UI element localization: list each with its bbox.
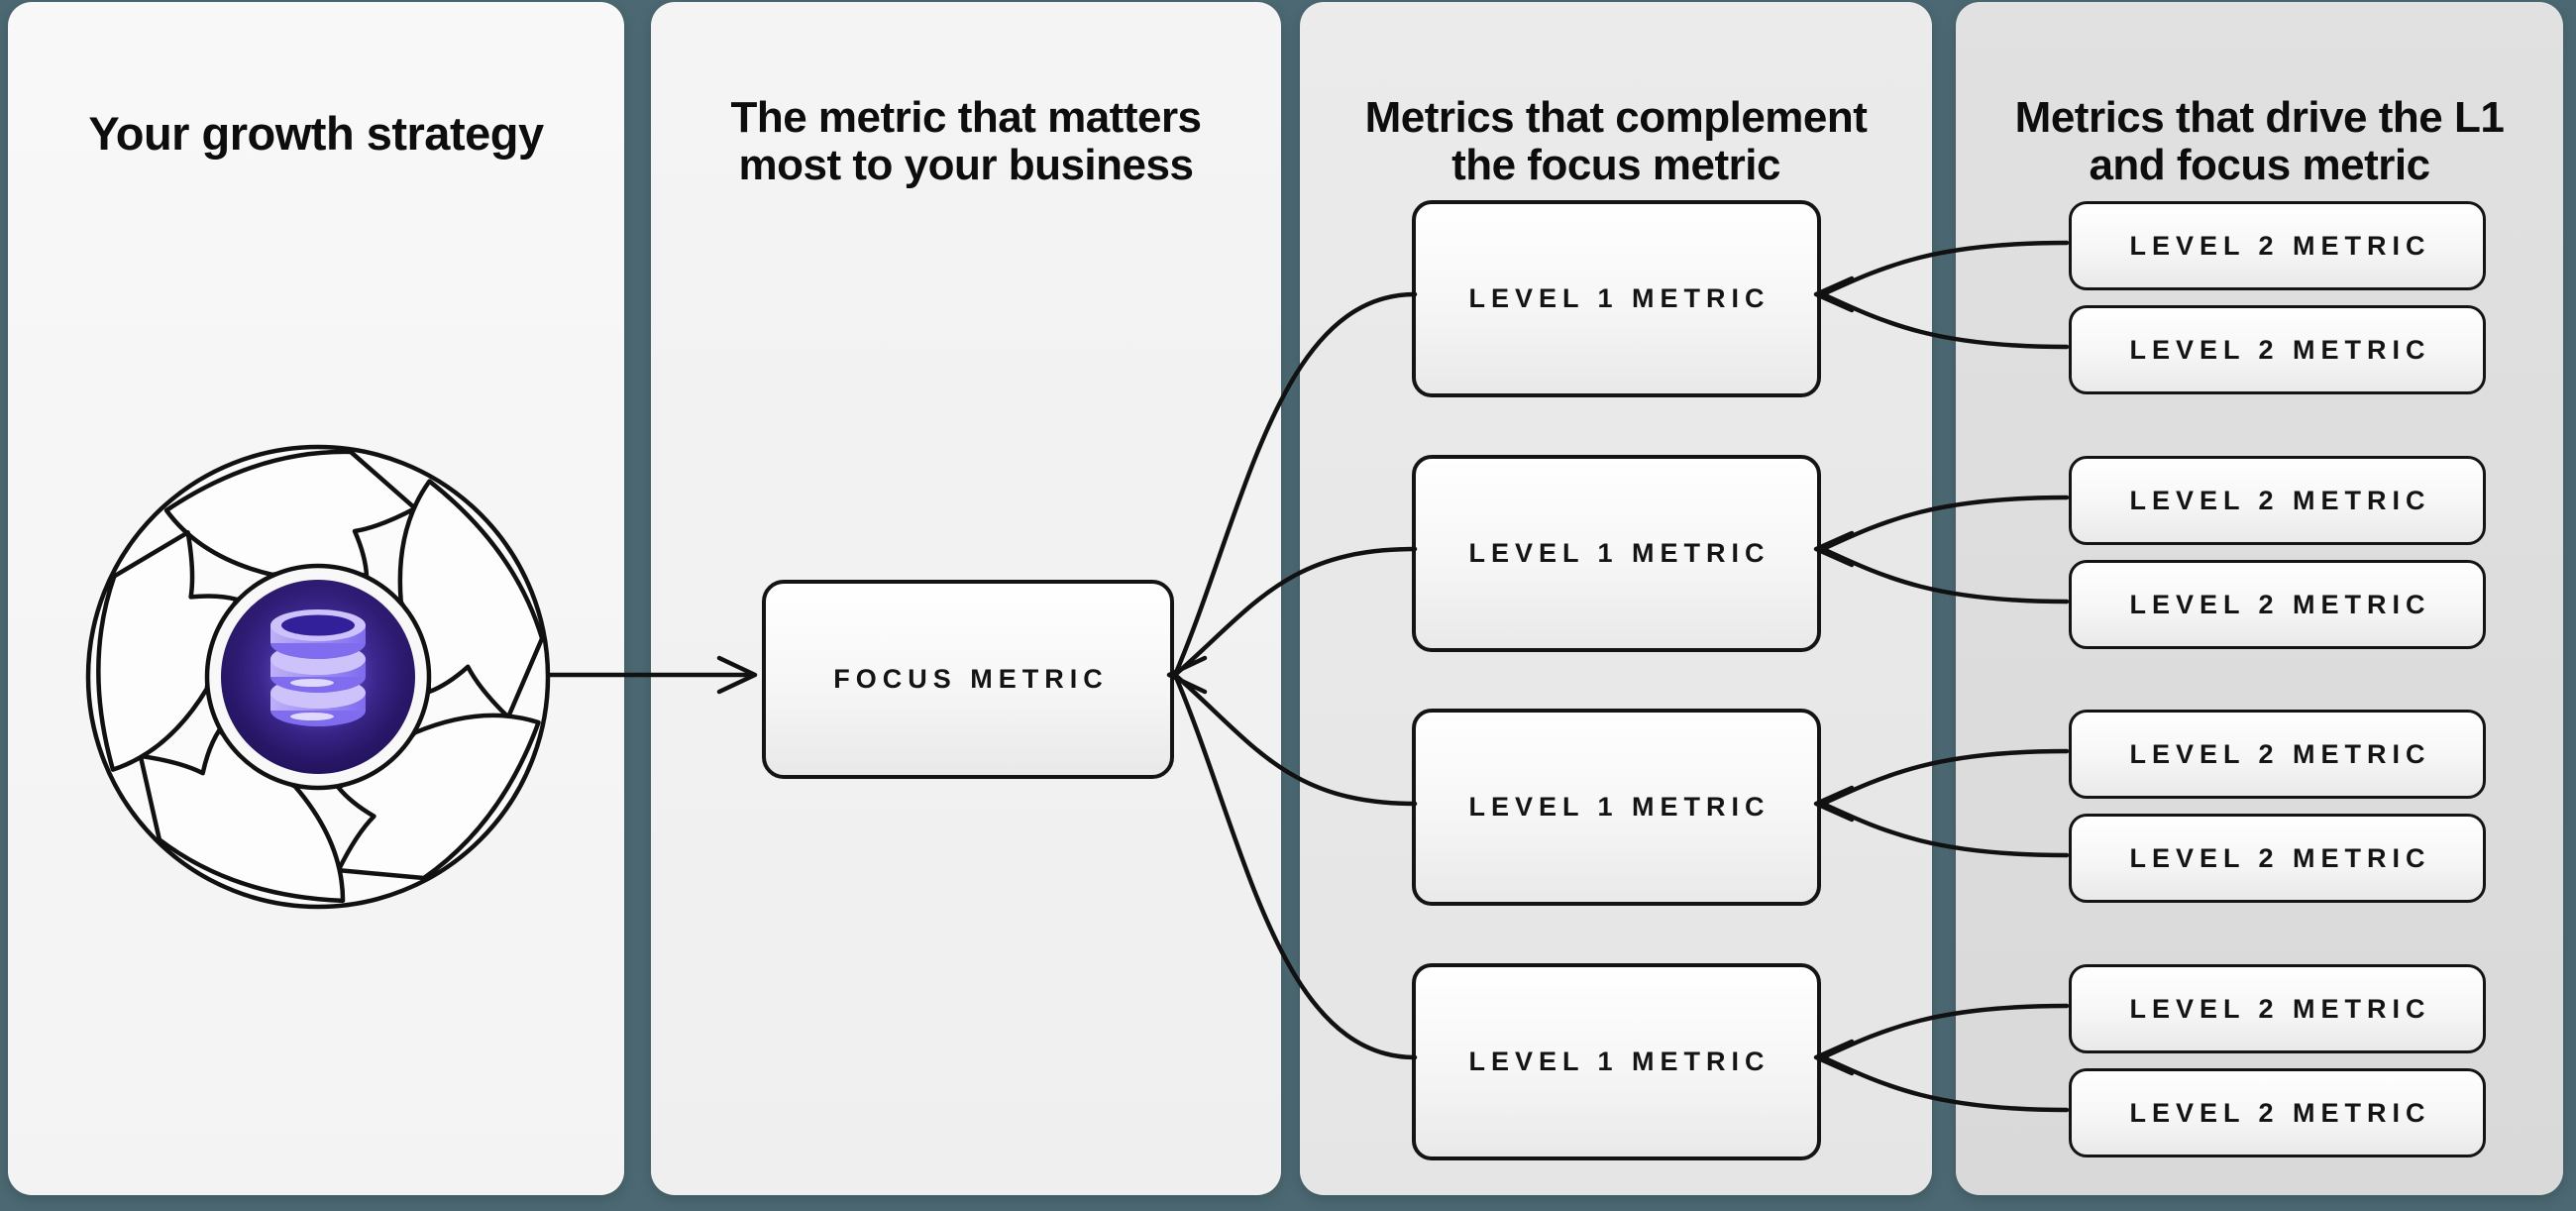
title-line: and focus metric [2089, 140, 2430, 189]
panel-growth-strategy: Your growth strategy [8, 2, 624, 1195]
title-line: The metric that matters [730, 92, 1202, 142]
level2-metric-box: LEVEL 2 METRIC [2069, 201, 2486, 290]
level1-metric-label: LEVEL 1 METRIC [1468, 792, 1771, 822]
title-line: Metrics that complement [1364, 92, 1868, 142]
panel-growth-strategy-title: Your growth strategy [8, 108, 624, 160]
level1-metric-box: LEVEL 1 METRIC [1412, 709, 1821, 906]
title-line: Metrics that drive the L1 [2014, 92, 2505, 142]
flywheel-blades [96, 449, 545, 904]
level1-metric-box: LEVEL 1 METRIC [1412, 963, 1821, 1160]
flywheel-icon [85, 444, 551, 910]
level2-metric-box: LEVEL 2 METRIC [2069, 1068, 2486, 1157]
title-line: most to your business [738, 140, 1194, 189]
level2-metric-box: LEVEL 2 METRIC [2069, 710, 2486, 799]
level2-metric-label: LEVEL 2 METRIC [2129, 1097, 2431, 1128]
focus-metric-label: FOCUS METRIC [833, 664, 1109, 694]
level2-metric-label: LEVEL 2 METRIC [2129, 738, 2431, 769]
level2-metric-label: LEVEL 2 METRIC [2129, 993, 2431, 1024]
level1-metric-label: LEVEL 1 METRIC [1468, 283, 1771, 313]
level2-metric-box: LEVEL 2 METRIC [2069, 560, 2486, 649]
level2-metric-label: LEVEL 2 METRIC [2129, 589, 2431, 619]
title-line: the focus metric [1451, 140, 1780, 189]
panel-level1-metrics: Metrics that complement the focus metric… [1300, 2, 1932, 1195]
level1-metric-label: LEVEL 1 METRIC [1468, 1046, 1771, 1076]
panel-level2-metrics: Metrics that drive the L1 and focus metr… [1956, 2, 2563, 1195]
level2-metric-label: LEVEL 2 METRIC [2129, 334, 2431, 365]
panel-level2-title: Metrics that drive the L1 and focus metr… [1956, 92, 2563, 189]
level2-metric-label: LEVEL 2 METRIC [2129, 842, 2431, 873]
level2-metric-label: LEVEL 2 METRIC [2129, 230, 2431, 261]
panel-focus-metric: The metric that matters most to your bus… [651, 2, 1281, 1195]
panel-level1-title: Metrics that complement the focus metric [1300, 92, 1932, 189]
level2-metric-box: LEVEL 2 METRIC [2069, 814, 2486, 903]
level2-metric-label: LEVEL 2 METRIC [2129, 485, 2431, 515]
level2-metric-box: LEVEL 2 METRIC [2069, 305, 2486, 394]
level1-metric-label: LEVEL 1 METRIC [1468, 538, 1771, 568]
panel-focus-metric-title: The metric that matters most to your bus… [651, 92, 1281, 189]
level1-metric-box: LEVEL 1 METRIC [1412, 455, 1821, 652]
database-icon [233, 592, 403, 762]
level2-metric-box: LEVEL 2 METRIC [2069, 964, 2486, 1053]
focus-metric-box: FOCUS METRIC [762, 580, 1174, 779]
title-line: Your growth strategy [88, 107, 544, 161]
level1-metric-box: LEVEL 1 METRIC [1412, 200, 1821, 397]
level2-metric-box: LEVEL 2 METRIC [2069, 456, 2486, 545]
